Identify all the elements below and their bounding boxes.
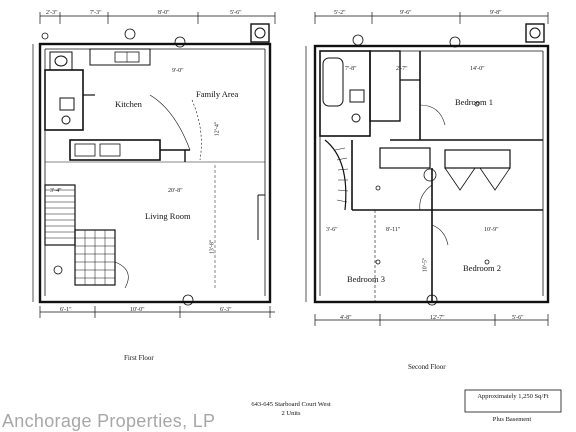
room-living-room: Living Room xyxy=(145,211,191,221)
dim-ff-top-a: 2'-3" xyxy=(46,10,58,16)
units-text: 2 Units xyxy=(281,410,301,417)
dim-ff-top-c: 8'-0" xyxy=(158,10,170,16)
dim-sf-bed1-w: 14'-0" xyxy=(470,66,485,72)
dim-sf-hall-w: 3'-6" xyxy=(326,227,338,233)
dim-ff-kitchen-w: 9'-0" xyxy=(172,68,184,74)
room-bedroom-3: Bedroom 3 xyxy=(347,274,386,284)
dim-sf-top-c: 9'-8" xyxy=(490,10,502,16)
first-floor-caption: First Floor xyxy=(124,354,154,362)
dim-ff-bottom-c: 6'-3" xyxy=(220,307,232,313)
dim-sf-bottom-a: 4'-8" xyxy=(340,315,352,321)
dim-sf-hall-b: 8'-11" xyxy=(386,227,401,233)
dim-ff-living-w: 20'-8" xyxy=(168,188,183,194)
dim-ff-living-h: 13'-8" xyxy=(209,239,216,255)
room-kitchen: Kitchen xyxy=(115,99,142,109)
dim-sf-bottom-c: 5'-6" xyxy=(512,315,524,321)
dim-ff-bottom-b: 10'-0" xyxy=(130,307,145,313)
room-bedroom-1: Bedroom 1 xyxy=(455,97,494,107)
dim-sf-top-a: 5'-2" xyxy=(334,10,346,16)
room-family-area: Family Area xyxy=(196,89,239,99)
area-block: Approximately 1,250 Sq/Ft xyxy=(465,392,561,401)
area-text: Approximately 1,250 Sq/Ft xyxy=(477,393,549,400)
dim-sf-bottom-b: 12'-7" xyxy=(430,315,445,321)
dim-ff-family-h: 12'-4" xyxy=(214,121,221,137)
dim-sf-bed3-h: 10'-5" xyxy=(422,257,429,273)
dim-ff-stair-w: 3'-4" xyxy=(50,188,62,194)
second-floor-caption: Second Floor xyxy=(408,363,446,371)
dim-sf-bath-w: 7'-8" xyxy=(345,66,357,72)
address-text: 643-645 Starboard Court West xyxy=(251,401,331,408)
dim-ff-top-d: 5'-6" xyxy=(230,10,242,16)
dim-sf-bed2-w: 10'-9" xyxy=(484,227,499,233)
watermark: Anchorage Properties, LP xyxy=(2,411,216,431)
basement-text: Plus Basement xyxy=(492,416,532,423)
dim-sf-closet-w: 2'-7" xyxy=(396,66,408,72)
dim-sf-top-b: 9'-6" xyxy=(400,10,412,16)
dim-ff-top-b: 7'-3" xyxy=(90,10,102,16)
address-block: 643-645 Starboard Court West 2 Units xyxy=(236,400,346,418)
room-bedroom-2: Bedroom 2 xyxy=(463,263,502,273)
dim-ff-bottom-a: 6'-1" xyxy=(60,307,72,313)
